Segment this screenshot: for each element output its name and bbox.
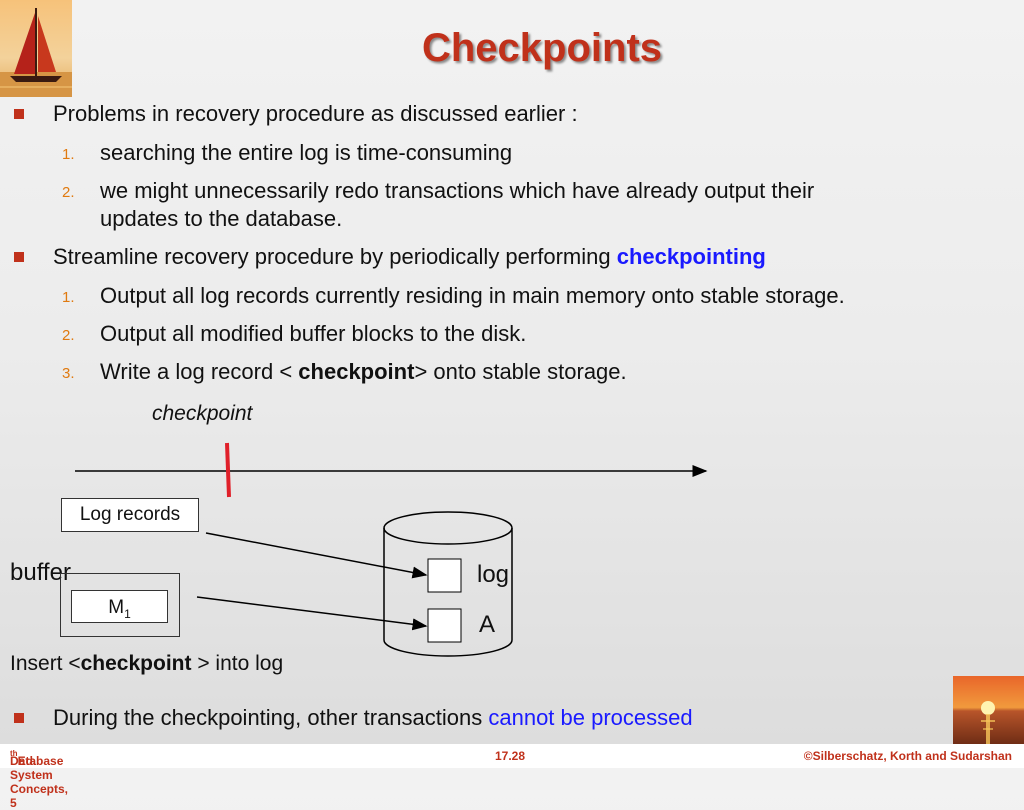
bullet-1-item-2-line-1: we might unnecessarily redo transactions… bbox=[100, 178, 815, 203]
insert-bold: checkpoint bbox=[80, 652, 192, 675]
cannot-be-processed-highlight: cannot be processed bbox=[488, 705, 693, 730]
bullet-1-item-1: searching the entire log is time-consumi… bbox=[100, 140, 513, 165]
disk-a-block bbox=[427, 608, 462, 643]
insert-pre: Insert < bbox=[10, 652, 81, 675]
slide-title: Checkpoints bbox=[421, 26, 663, 70]
sunset-image bbox=[953, 676, 1024, 746]
bullet-1-item-2-line-2: updates to the database. bbox=[100, 206, 343, 231]
item-number: 2. bbox=[62, 327, 75, 344]
bullet-2-text-pre: Streamline recovery procedure by periodi… bbox=[53, 244, 617, 269]
bullet-marker bbox=[14, 109, 24, 119]
bullet-2-item-3: Write a log record < checkpoint> onto st… bbox=[100, 358, 627, 386]
m1-arrow bbox=[196, 596, 428, 631]
footer-left-post: Ed. bbox=[17, 754, 37, 768]
footer-page-number: 17.28 bbox=[495, 749, 526, 763]
log-records-label: Log records bbox=[79, 504, 181, 525]
bullet-2-item-1: Output all log records currently residin… bbox=[100, 283, 845, 308]
item-3-post: > onto stable storage. bbox=[414, 359, 627, 384]
insert-post: > into log bbox=[191, 652, 284, 675]
item-number: 1. bbox=[62, 289, 75, 306]
disk-log-block bbox=[427, 558, 462, 593]
item-number: 1. bbox=[62, 146, 75, 163]
bullet-2-item-2: Output all modified buffer blocks to the… bbox=[100, 321, 527, 346]
log-records-arrow bbox=[205, 532, 428, 579]
m-subscript: 1 bbox=[124, 606, 131, 621]
buffer-box: M1 bbox=[60, 573, 180, 637]
footer-copyright: ©Silberschatz, Korth and Sudarshan bbox=[803, 749, 1012, 763]
log-records-box: Log records bbox=[61, 498, 199, 532]
item-3-pre: Write a log record < bbox=[100, 359, 299, 384]
m-label: M bbox=[108, 597, 125, 618]
bullet-marker bbox=[14, 252, 24, 262]
sailboat-image bbox=[0, 0, 72, 97]
item-number: 3. bbox=[62, 365, 75, 382]
footer-left-sup: th bbox=[10, 749, 18, 758]
bullet-marker bbox=[14, 713, 24, 723]
item-number: 2. bbox=[62, 184, 75, 201]
checkpoint-label: checkpoint bbox=[152, 402, 253, 425]
bullet-3-text: During the checkpointing, other transact… bbox=[53, 704, 693, 732]
item-3-bold: checkpoint bbox=[298, 359, 415, 384]
m1-box: M1 bbox=[71, 590, 168, 623]
disk-log-label: log bbox=[477, 561, 510, 588]
insert-checkpoint-text: Insert <checkpoint > into log bbox=[10, 650, 283, 678]
m1-label: M1 bbox=[72, 597, 167, 621]
checkpoint-marker bbox=[225, 442, 231, 498]
bullet-1-text: Problems in recovery procedure as discus… bbox=[53, 101, 578, 126]
bullet-3-text-pre: During the checkpointing, other transact… bbox=[53, 705, 489, 730]
checkpointing-highlight: checkpointing bbox=[616, 244, 766, 269]
disk-a-label: A bbox=[479, 611, 496, 638]
bullet-2-text: Streamline recovery procedure by periodi… bbox=[53, 243, 766, 271]
